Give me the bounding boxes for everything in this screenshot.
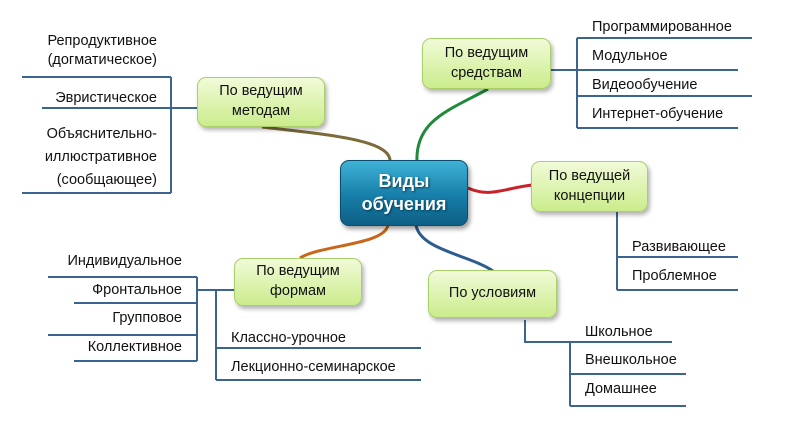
node-methods-line2: методам [231,103,291,119]
leaf-text: (сообщающее) [56,172,157,189]
node-concept[interactable]: По ведущей концепции [531,161,648,212]
leaf-developing: Развивающее [632,239,726,255]
leaf-text: иллюстративное [44,149,157,166]
conditions-tree [524,320,686,407]
leaf-frontal: Фронтальное [92,282,182,298]
link-means [415,87,489,163]
central-topic-line1: Виды [378,170,430,191]
leaf-text: (догматическое) [47,51,157,68]
leaf-internet: Интернет-обучение [592,106,724,122]
leaf-lecture-seminar: Лекционно-семинарское [231,359,396,375]
leaf-problem: Проблемное [632,268,717,284]
node-means-line2: средствам [450,64,522,81]
central-topic[interactable]: Виды обучения [340,160,468,226]
node-forms-line1: По ведущим [256,263,340,280]
leaf-reproductive: Репродуктивное (догматическое) [47,32,157,70]
node-concept-line2: концепции [553,187,626,204]
leaf-explanatory: Объяснительно- иллюстративное (сообщающе… [45,123,157,193]
leaf-home: Домашнее [585,381,657,397]
concept-tree [616,212,738,291]
leaf-heuristic: Эвристическое [55,90,157,106]
node-means-line1: По ведущим [444,44,529,61]
leaf-text: Объяснительно- [46,126,157,142]
link-concept [467,183,533,194]
link-methods [261,125,392,163]
leaf-collective: Коллективное [87,339,182,355]
link-conditions [414,224,494,273]
leaf-individual: Индивидуальное [67,253,182,269]
central-topic-line2: обучения [361,194,447,214]
methods-tree [22,76,197,194]
node-forms[interactable]: По ведущим формам [234,258,362,306]
leaf-school: Школьное [585,324,653,340]
leaf-text: Репродуктивное [47,33,157,49]
leaf-class-lesson: Классно-урочное [231,330,346,346]
node-methods-line1: По ведущим [219,83,303,100]
node-means[interactable]: По ведущим средствам [422,38,551,89]
leaf-video: Видеообучение [592,77,698,93]
node-conditions-label: По условиям [448,285,537,302]
node-conditions[interactable]: По условиям [428,270,557,318]
forms-tree [48,276,421,381]
leaf-programmed: Программированное [592,19,732,35]
node-methods[interactable]: По ведущим методам [197,77,325,127]
leaf-extracurricular: Внешкольное [585,352,677,368]
link-forms [299,224,390,260]
leaf-group: Групповое [112,310,182,326]
node-concept-line1: По ведущей [548,167,631,184]
node-forms-line2: формам [269,283,327,299]
means-tree [551,37,752,129]
leaf-modular: Модульное [592,48,668,64]
